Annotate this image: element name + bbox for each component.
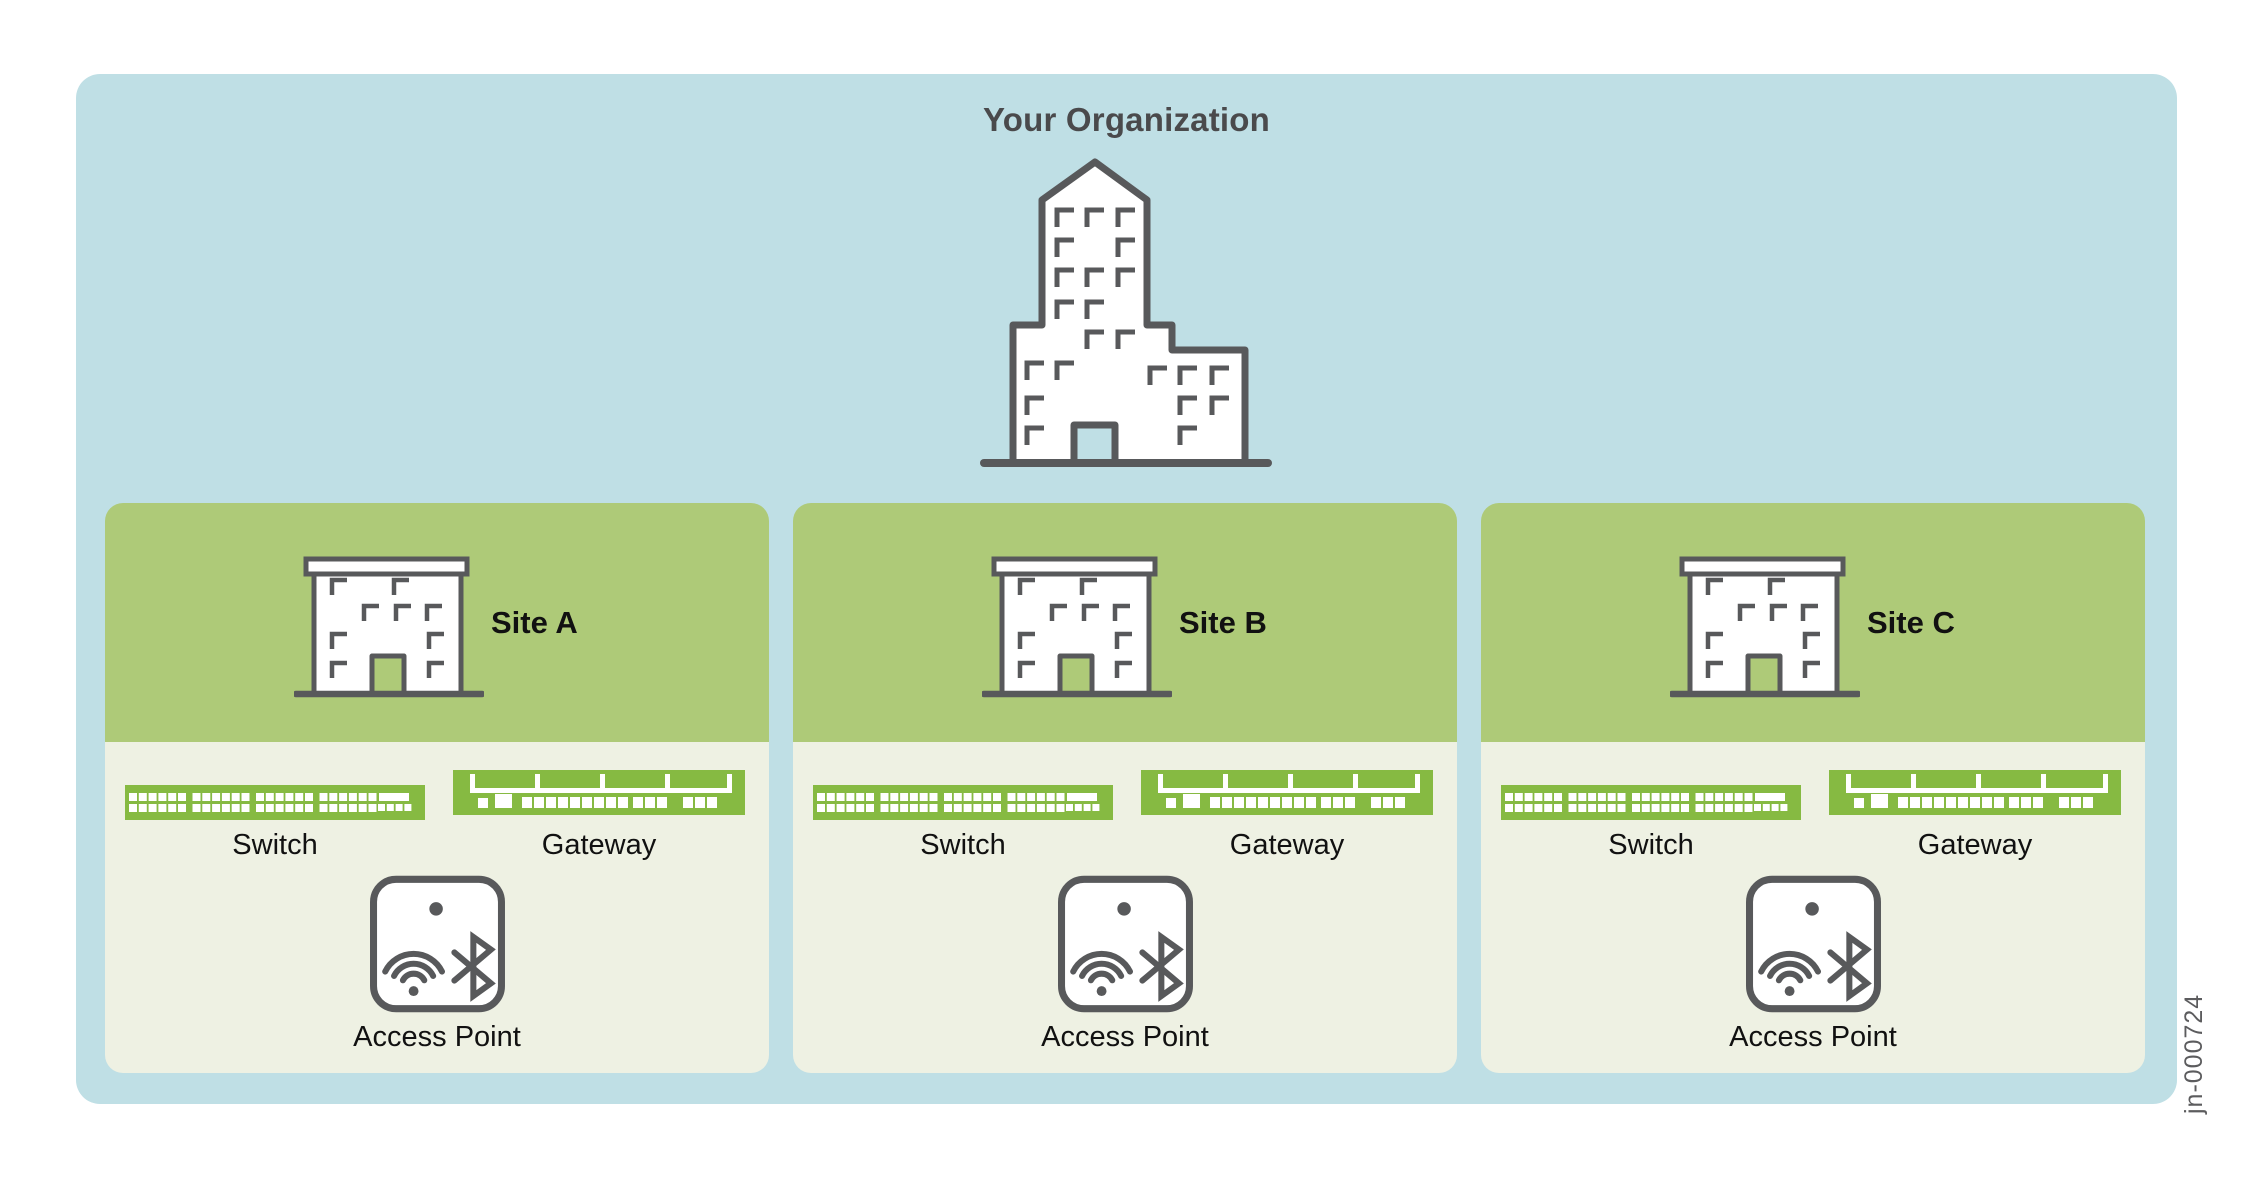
site-body: Switch Gateway Access Point <box>793 742 1457 1073</box>
site-header: Site A <box>105 503 769 742</box>
access-point-icon <box>367 873 508 1015</box>
site-header: Site B <box>793 503 1457 742</box>
device-switch: Switch <box>125 785 425 862</box>
site-body: Switch Gateway Access Point <box>105 742 769 1073</box>
figure-id: jn-000724 <box>2180 993 2208 1114</box>
organization-panel: Your Organization Site A Switch Gateway <box>76 74 2177 1104</box>
site-building-icon <box>982 556 1172 698</box>
device-label: Switch <box>1608 829 1694 861</box>
device-switch: Switch <box>1501 785 1801 862</box>
site-body: Switch Gateway Access Point <box>1481 742 2145 1073</box>
site-card-c: Site C Switch Gateway Access Point <box>1481 503 2145 1073</box>
switch-icon <box>125 785 425 820</box>
device-label: Switch <box>920 829 1006 861</box>
device-access-point: Access Point <box>327 873 547 1054</box>
device-label: Gateway <box>541 829 657 861</box>
device-label: Access Point <box>353 1021 521 1053</box>
gateway-icon <box>1141 770 1433 815</box>
device-label: Access Point <box>1041 1021 1209 1053</box>
device-gateway: Gateway <box>1141 770 1433 862</box>
device-label: Switch <box>232 829 318 861</box>
access-point-icon <box>1743 873 1884 1015</box>
gateway-icon <box>1829 770 2121 815</box>
device-label: Access Point <box>1729 1021 1897 1053</box>
organization-building-icon <box>980 152 1272 468</box>
device-label: Gateway <box>1229 829 1345 861</box>
site-building-icon <box>294 556 484 698</box>
access-point-icon <box>1055 873 1196 1015</box>
site-label: Site A <box>491 604 578 640</box>
device-switch: Switch <box>813 785 1113 862</box>
switch-icon <box>813 785 1113 820</box>
device-access-point: Access Point <box>1015 873 1235 1054</box>
site-card-a: Site A Switch Gateway Access Point <box>105 503 769 1073</box>
device-gateway: Gateway <box>1829 770 2121 862</box>
device-label: Gateway <box>1917 829 2033 861</box>
device-gateway: Gateway <box>453 770 745 862</box>
site-label: Site C <box>1867 604 1955 640</box>
device-access-point: Access Point <box>1703 873 1923 1054</box>
site-card-b: Site B Switch Gateway Access Point <box>793 503 1457 1073</box>
site-label: Site B <box>1179 604 1267 640</box>
site-header: Site C <box>1481 503 2145 742</box>
gateway-icon <box>453 770 745 815</box>
organization-title: Your Organization <box>983 101 1270 138</box>
switch-icon <box>1501 785 1801 820</box>
site-building-icon <box>1670 556 1860 698</box>
